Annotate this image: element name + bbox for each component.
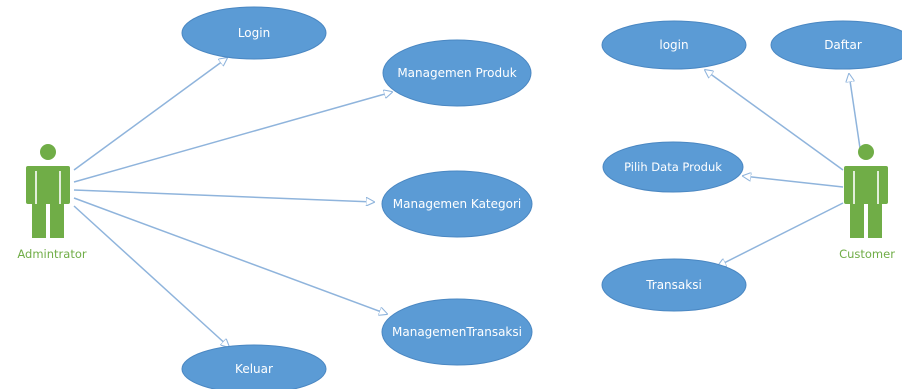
person-icon: [844, 144, 888, 238]
usecase-login-customer-label: login: [659, 38, 688, 52]
actor-customer[interactable]: Customer: [839, 144, 895, 261]
usecase-daftar[interactable]: Daftar: [770, 20, 902, 70]
connector-admin-transaksi: [73, 197, 387, 314]
usecase-pilih-data-produk[interactable]: Pilih Data Produk: [602, 141, 744, 193]
connector-admin-produk: [73, 92, 392, 183]
connector-admin-login: [73, 58, 227, 171]
usecase-pilih-data-produk-label: Pilih Data Produk: [624, 160, 722, 174]
usecase-transaksi-label: Transaksi: [645, 278, 702, 292]
usecase-keluar-label: Keluar: [235, 362, 273, 376]
actor-administrator[interactable]: Admintrator: [17, 144, 87, 261]
usecase-managemen-transaksi[interactable]: ManagemenTransaksi: [381, 298, 533, 366]
connector-admin-keluar: [73, 205, 229, 347]
usecase-daftar-label: Daftar: [824, 38, 862, 52]
usecase-managemen-produk[interactable]: Managemen Produk: [382, 39, 532, 107]
usecase-login-label: Login: [238, 26, 270, 40]
usecase-managemen-kategori-label: Managemen Kategori: [393, 197, 521, 211]
usecase-keluar[interactable]: Keluar: [181, 344, 327, 389]
usecase-login[interactable]: Login: [181, 6, 327, 60]
connector-customer-pilih: [743, 176, 844, 188]
connector-customer-login: [705, 70, 844, 171]
customer-connectors: [705, 70, 861, 266]
usecase-managemen-kategori[interactable]: Managemen Kategori: [381, 170, 533, 238]
connector-customer-transaksi: [718, 202, 844, 266]
person-icon: [26, 144, 70, 238]
actor-administrator-label: Admintrator: [17, 247, 86, 261]
usecase-transaksi[interactable]: Transaksi: [601, 258, 747, 312]
usecase-managemen-transaksi-label: ManagemenTransaksi: [392, 325, 522, 339]
usecase-managemen-produk-label: Managemen Produk: [397, 66, 516, 80]
admin-connectors: [73, 58, 392, 347]
connector-customer-daftar: [849, 74, 861, 149]
actor-customer-label: Customer: [839, 247, 895, 261]
usecase-login-customer[interactable]: login: [601, 20, 747, 70]
connector-admin-kategori: [73, 189, 374, 202]
